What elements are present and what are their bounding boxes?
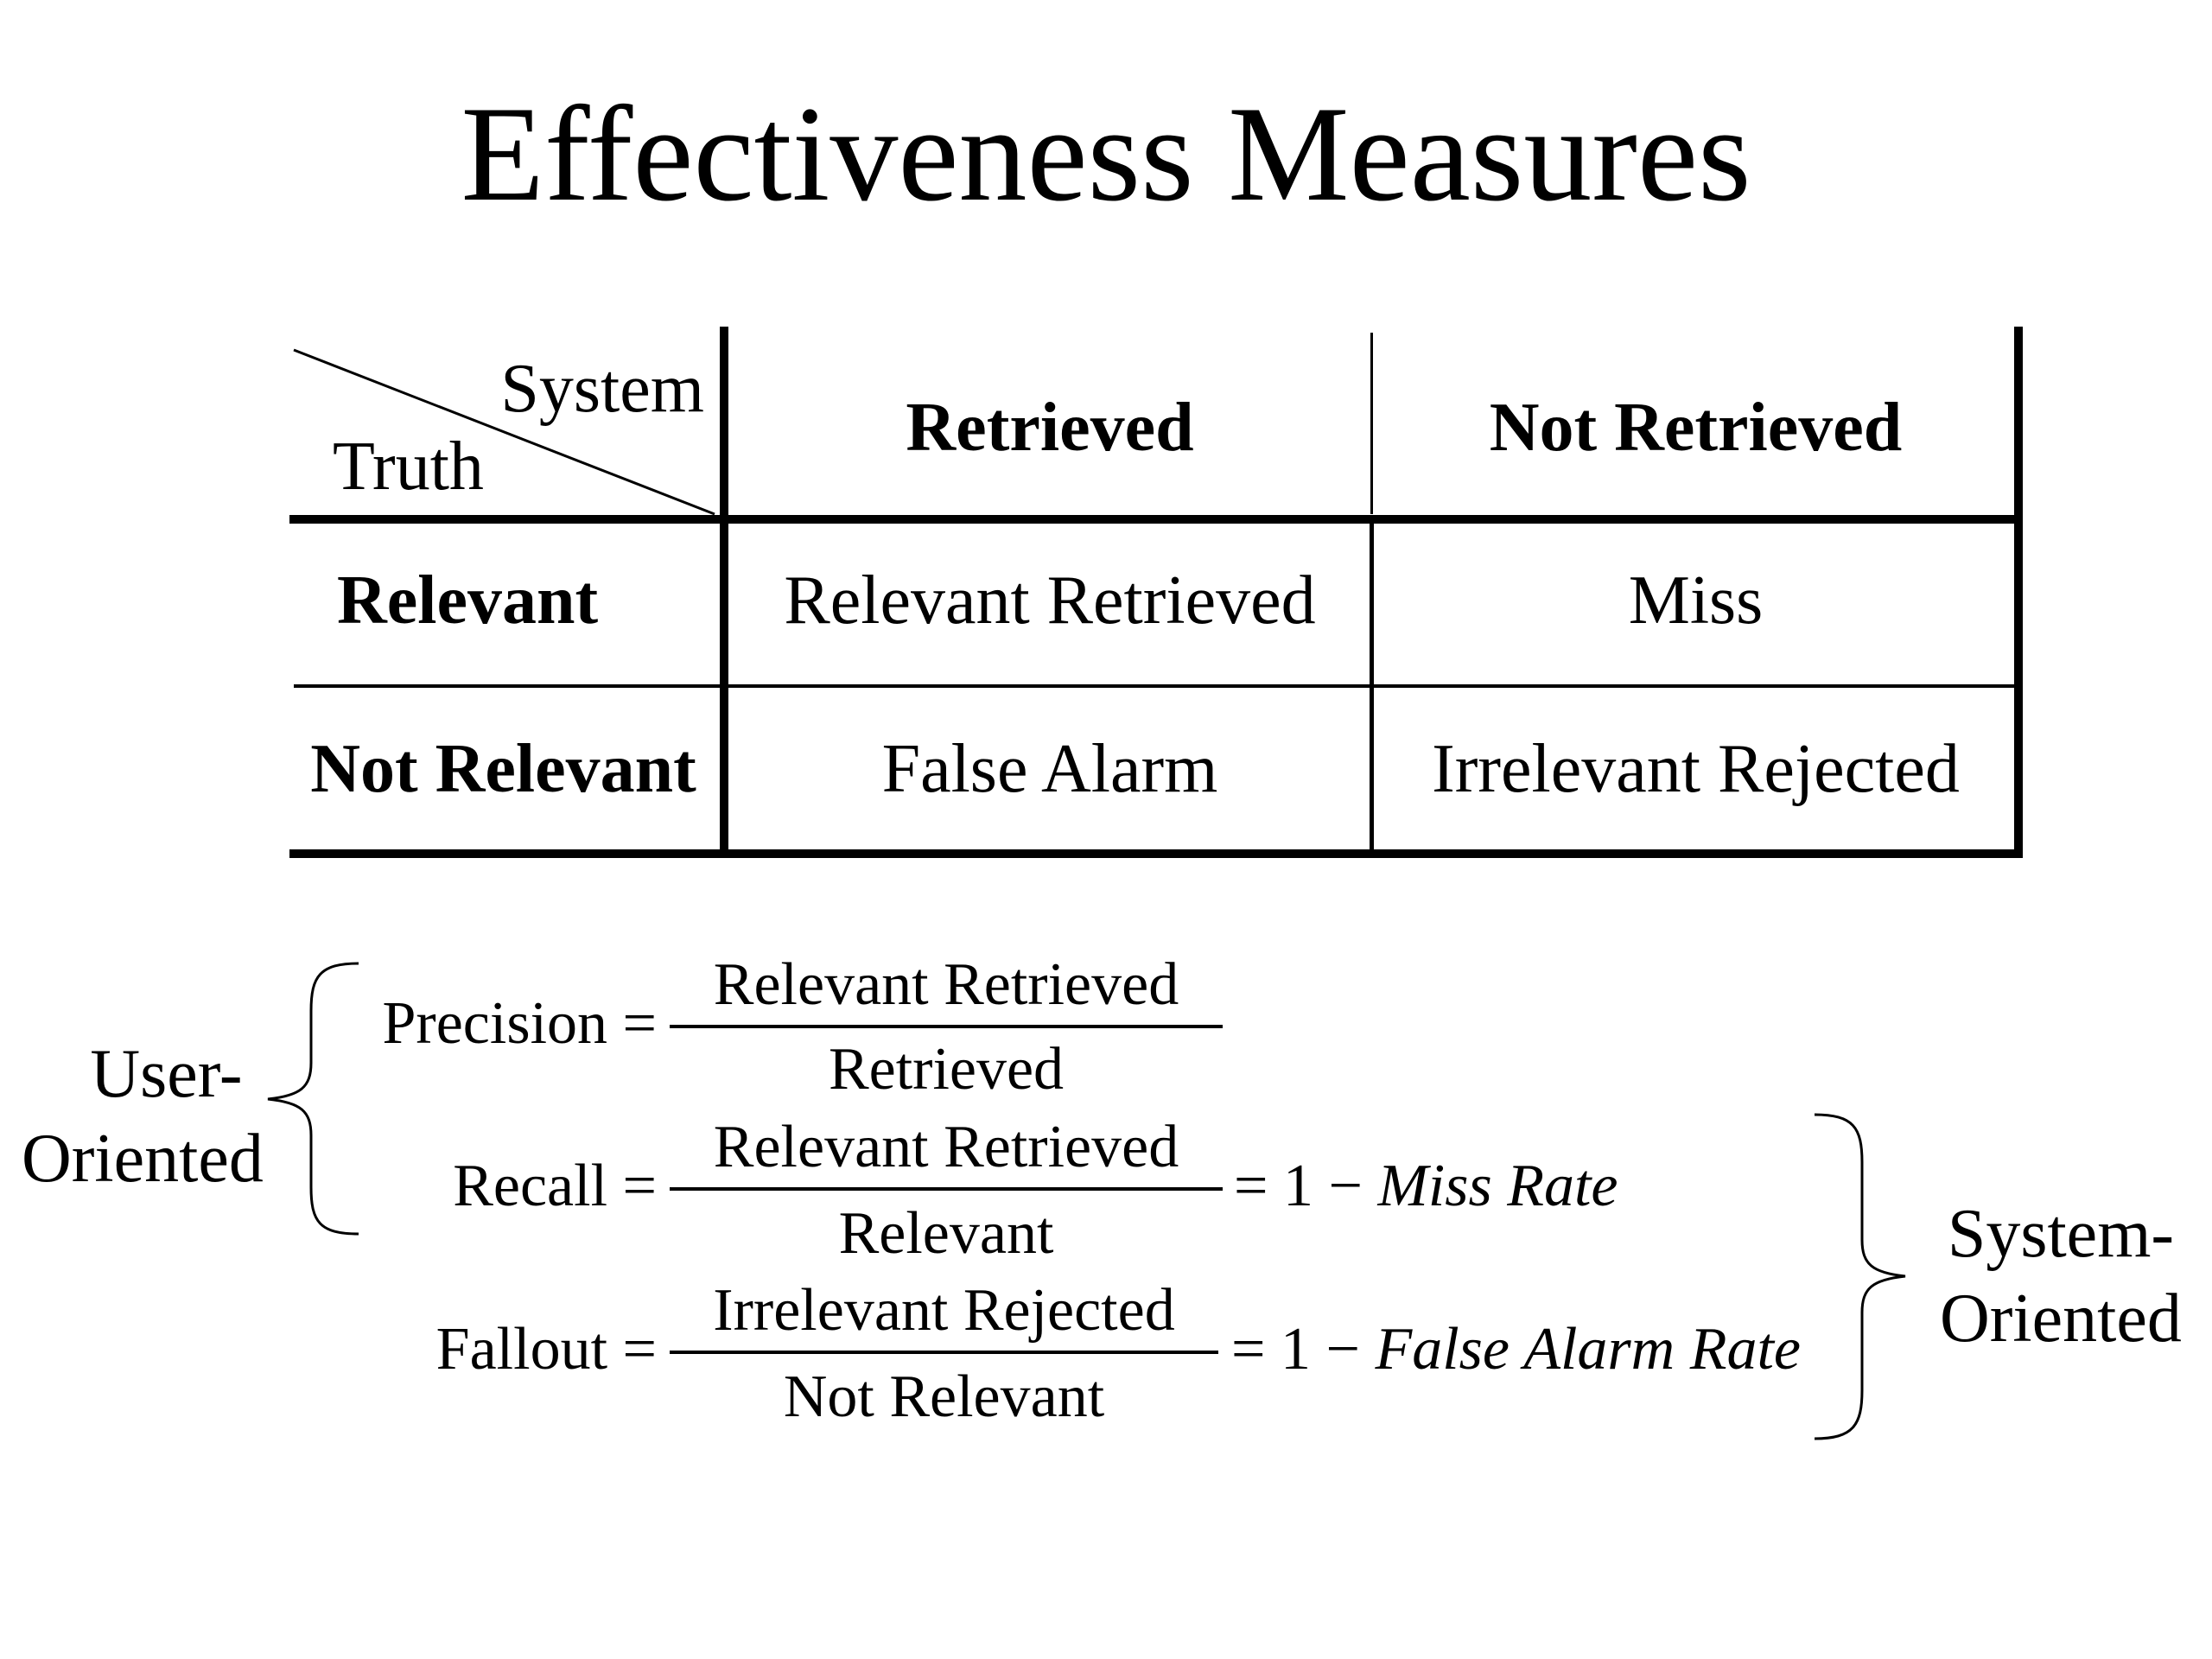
recall-numerator: Relevant Retrieved: [713, 1114, 1179, 1180]
recall-rhs-prefix: = 1 −: [1234, 1153, 1378, 1219]
recall-rhs: = 1 − Miss Rate: [1234, 1156, 1618, 1217]
cell-irrelevant-rejected: Irrelevant Rejected: [1432, 731, 1960, 807]
col-header-not-retrieved: Not Retrieved: [1489, 390, 1903, 466]
fallout-label: Fallout =: [435, 1316, 657, 1382]
precision-fraction-bar: [670, 1025, 1223, 1028]
precision-numerator: Relevant Retrieved: [713, 951, 1179, 1018]
fallout-denominator: Not Relevant: [783, 1363, 1105, 1430]
fallout-fraction-bar: [670, 1351, 1218, 1354]
header-divider: [289, 515, 2022, 524]
right-brace: [1814, 1113, 1906, 1440]
page-title: Effectiveness Measures: [461, 79, 1751, 230]
fallout-rhs-term: False Alarm Rate: [1375, 1316, 1801, 1382]
recall-denominator: Relevant: [838, 1200, 1054, 1267]
recall-label: Recall =: [453, 1153, 657, 1219]
system-oriented-label: System- Oriented: [1940, 1192, 2182, 1361]
column-divider: [1370, 521, 1374, 854]
user-oriented-line2: Oriented: [22, 1120, 264, 1197]
row-header-relevant: Relevant: [337, 563, 599, 639]
recall-fraction-bar: [670, 1187, 1223, 1191]
table-right-border: [2014, 327, 2023, 858]
corner-diagonal: [293, 348, 715, 516]
system-oriented-line2: Oriented: [1940, 1280, 2182, 1357]
header-column-divider: [720, 327, 728, 858]
cell-false-alarm: False Alarm: [881, 731, 1218, 807]
cell-miss: Miss: [1628, 563, 1764, 639]
fallout-rhs-prefix: = 1 −: [1231, 1316, 1376, 1382]
user-oriented-line1: User-: [90, 1036, 243, 1112]
user-oriented-label: User- Oriented: [22, 1033, 264, 1201]
corner-label-truth: Truth: [333, 429, 484, 505]
precision-denominator: Retrieved: [828, 1036, 1065, 1103]
precision-label: Precision =: [382, 990, 658, 1057]
table-bottom-border: [289, 849, 2022, 858]
left-brace: [267, 962, 359, 1236]
recall-rhs-term: Miss Rate: [1377, 1153, 1618, 1219]
col-header-retrieved: Retrieved: [906, 390, 1194, 466]
system-oriented-line1: System-: [1947, 1196, 2175, 1272]
row-divider: [294, 684, 2022, 688]
column-divider-top: [1370, 333, 1373, 514]
corner-label-system: System: [500, 351, 704, 427]
cell-relevant-retrieved: Relevant Retrieved: [784, 563, 1316, 639]
fallout-rhs: = 1 − False Alarm Rate: [1231, 1319, 1801, 1380]
row-header-not-relevant: Not Relevant: [310, 731, 696, 807]
fallout-numerator: Irrelevant Rejected: [713, 1277, 1175, 1344]
